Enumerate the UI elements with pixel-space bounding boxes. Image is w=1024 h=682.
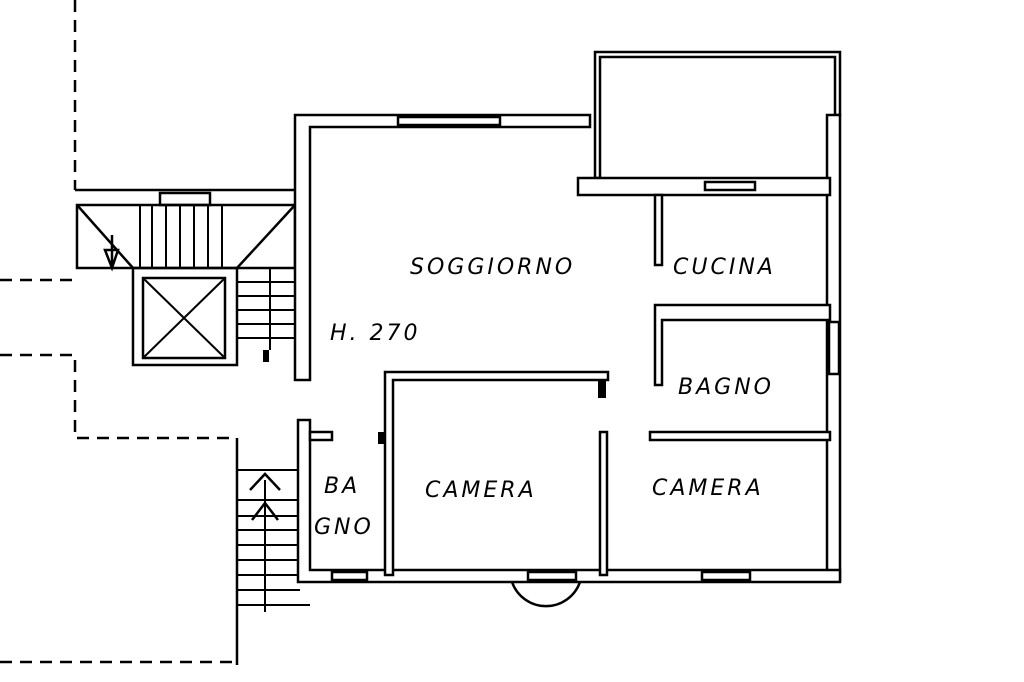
elevator: [131, 266, 239, 367]
room-label-bedroom-left: CAMERA: [425, 478, 537, 503]
room-label-kitchen: CUCINA: [673, 255, 776, 280]
entrance-door-arc: [510, 581, 582, 608]
room-label-living: SOGGIORNO: [410, 255, 575, 280]
ceiling-height-label: H. 270: [330, 321, 421, 346]
room-label-bathroom: BAGNO: [678, 375, 774, 400]
stairwell-lower: [237, 469, 310, 612]
interior-walls: [308, 176, 832, 577]
room-label-small-bath-2: GNO: [314, 515, 374, 540]
property-boundary: [0, 0, 295, 665]
room-label-small-bath-1: BA: [324, 474, 360, 499]
room-label-bedroom-right: CAMERA: [652, 476, 764, 501]
exterior-walls: [293, 50, 842, 608]
